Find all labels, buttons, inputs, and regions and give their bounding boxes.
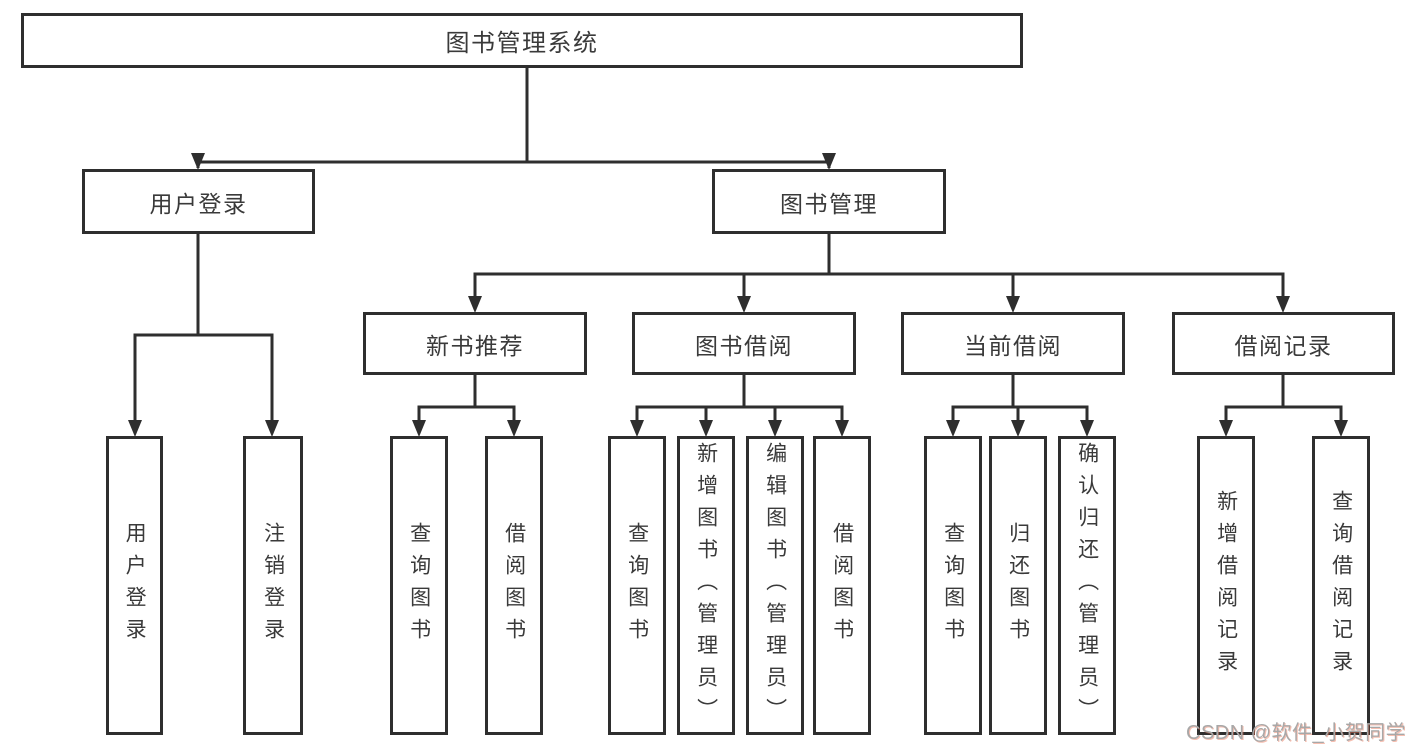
leaf-query-books-current-label: 查询图书 bbox=[941, 521, 965, 650]
leaf-confirm-return-admin: 确认归还（管理员） bbox=[1058, 436, 1116, 735]
leaf-query-books-recommend: 查询图书 bbox=[390, 436, 448, 735]
leaf-query-books-recommend-label: 查询图书 bbox=[407, 521, 431, 650]
leaf-return-books: 归还图书 bbox=[989, 436, 1047, 735]
leaf-logout: 注销登录 bbox=[243, 436, 303, 735]
leaf-edit-books-admin: 编辑图书（管理员） bbox=[746, 436, 804, 735]
leaf-borrow-books: 借阅图书 bbox=[813, 436, 871, 735]
leaf-query-books-borrow-label: 查询图书 bbox=[625, 521, 649, 650]
leaf-borrow-books-label: 借阅图书 bbox=[830, 521, 854, 650]
node-user-login: 用户登录 bbox=[82, 169, 315, 234]
leaf-query-books-current: 查询图书 bbox=[924, 436, 982, 735]
leaf-logout-label: 注销登录 bbox=[261, 521, 285, 650]
leaf-user-login: 用户登录 bbox=[106, 436, 163, 735]
leaf-add-borrow-record-label: 新增借阅记录 bbox=[1214, 489, 1238, 682]
leaf-query-books-borrow: 查询图书 bbox=[608, 436, 666, 735]
leaf-confirm-return-admin-label: 确认归还（管理员） bbox=[1075, 441, 1099, 730]
node-borrowing-records: 借阅记录 bbox=[1172, 312, 1395, 375]
csdn-watermark: CSDN @软件_小贺同学 bbox=[1186, 722, 1405, 744]
leaf-borrow-books-recommend-label: 借阅图书 bbox=[502, 521, 526, 650]
node-book-borrowing: 图书借阅 bbox=[632, 312, 856, 375]
leaf-return-books-label: 归还图书 bbox=[1006, 521, 1030, 650]
leaf-add-books-admin-label: 新增图书（管理员） bbox=[694, 441, 718, 730]
leaf-edit-books-admin-label: 编辑图书（管理员） bbox=[763, 441, 787, 730]
leaf-query-borrow-record: 查询借阅记录 bbox=[1312, 436, 1370, 735]
tree-branch-lines bbox=[133, 66, 1343, 432]
leaf-add-borrow-record: 新增借阅记录 bbox=[1197, 436, 1255, 735]
node-new-book-recommend: 新书推荐 bbox=[363, 312, 587, 375]
node-root-library-system: 图书管理系统 bbox=[21, 13, 1023, 68]
leaf-user-login-label: 用户登录 bbox=[123, 521, 147, 650]
node-current-borrowing: 当前借阅 bbox=[901, 312, 1125, 375]
leaf-add-books-admin: 新增图书（管理员） bbox=[677, 436, 735, 735]
arrowheads bbox=[128, 153, 1348, 437]
node-book-management: 图书管理 bbox=[712, 169, 946, 234]
leaf-query-borrow-record-label: 查询借阅记录 bbox=[1329, 489, 1353, 682]
leaf-borrow-books-recommend: 借阅图书 bbox=[485, 436, 543, 735]
